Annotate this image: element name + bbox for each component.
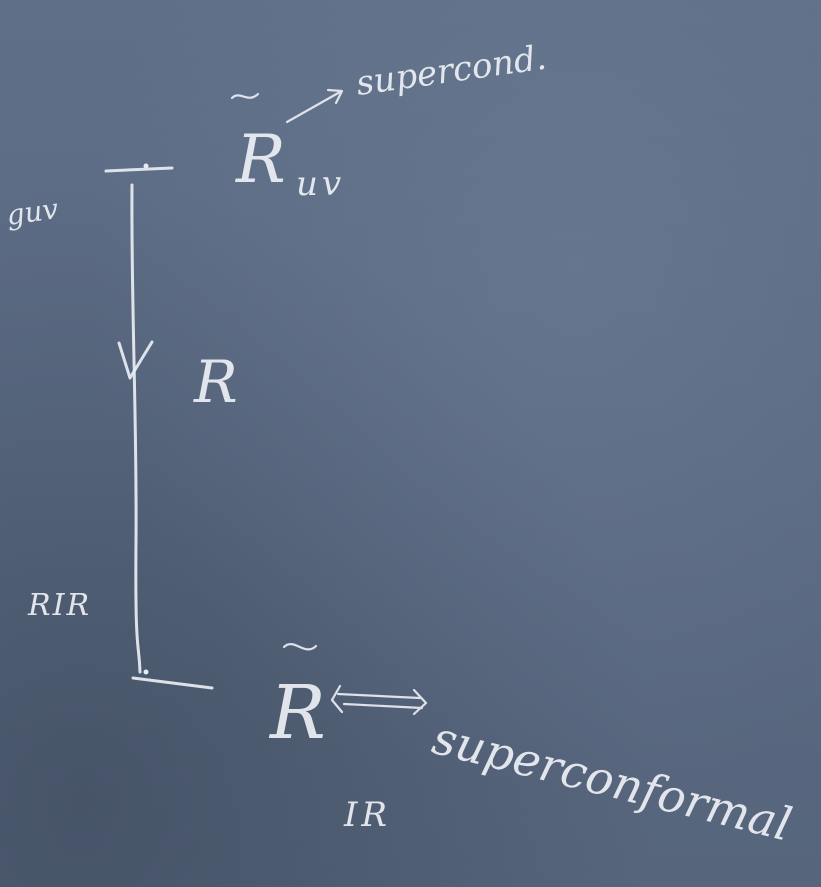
bottom-endpoint-dot <box>143 669 149 675</box>
label-r-uv-sub: uv <box>296 164 345 204</box>
bottom-endpoint-tick <box>131 676 214 690</box>
label-rir: RIR <box>27 588 91 623</box>
flow-arrow-head <box>117 340 154 380</box>
top-endpoint-tick <box>104 166 174 173</box>
bottom-tilde <box>282 643 318 651</box>
bottom-annotation-arrow <box>330 684 428 716</box>
label-superconformal: superconformal <box>427 710 797 851</box>
label-r-flow: R <box>193 348 238 416</box>
label-r-ir-sub: IR <box>343 795 391 835</box>
label-r-ir-main: R <box>268 670 326 756</box>
top-annotation-arrow <box>285 88 344 124</box>
top-endpoint-dot <box>143 163 149 169</box>
label-guv: guv <box>4 192 60 232</box>
label-r-uv-main: R <box>235 121 286 198</box>
label-supercond: supercond. <box>354 38 549 104</box>
rg-flow-line <box>130 183 142 674</box>
top-tilde <box>230 92 260 100</box>
